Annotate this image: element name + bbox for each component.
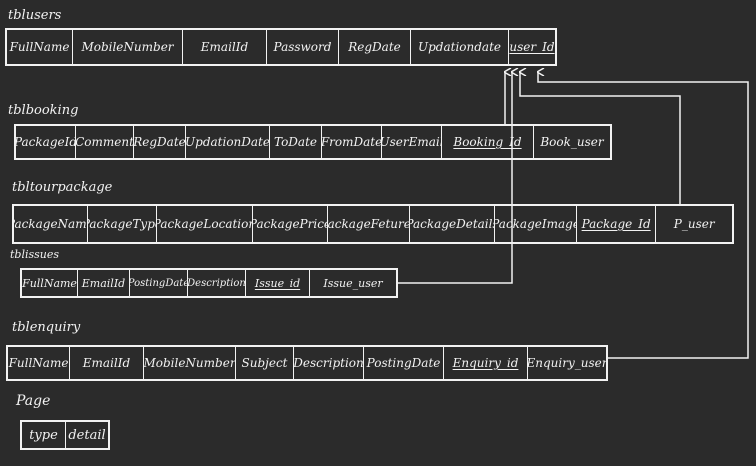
field-cell-key: Issue_id — [246, 270, 310, 296]
field-cell: type — [22, 422, 66, 448]
field-cell: Subject — [236, 347, 294, 379]
field-cell: Password — [267, 30, 339, 64]
field-cell: PackagePrice — [253, 206, 329, 242]
field-cell: FullName — [7, 30, 73, 64]
field-cell: PostingDate — [130, 270, 188, 296]
table-title-tblbooking: tblbooking — [8, 103, 79, 118]
field-cell: P_user — [673, 217, 715, 231]
field-cell: FullName — [22, 270, 78, 296]
table-title-page: Page — [16, 393, 51, 409]
field-cell-key: Package_Id — [577, 206, 657, 242]
table-tblenquiry: FullName EmailId MobileNumber Subject De… — [6, 345, 608, 381]
field-cell: Issue_user — [323, 276, 383, 290]
field-cell: PackageImage — [495, 206, 577, 242]
field-cell: MobileNumber — [73, 30, 183, 64]
link-enquiry-user — [538, 72, 749, 359]
table-tblusers: FullName MobileNumber EmailId Password R… — [5, 28, 557, 66]
field-cell: Comment — [76, 126, 134, 158]
field-cell: RegDate — [134, 126, 186, 158]
table-tbltourpackage: PackageName PackageType PackageLocation … — [12, 204, 734, 244]
field-cell: PackageId — [16, 126, 76, 158]
field-cell: PackageLocation — [157, 206, 253, 242]
table-title-tblusers: tblusers — [8, 8, 62, 23]
field-cell: EmailId — [183, 30, 267, 64]
field-cell: Updationdate — [411, 30, 509, 64]
table-tblbooking: PackageId Comment RegDate UpdationDate T… — [14, 124, 612, 160]
field-cell: FullName — [8, 347, 70, 379]
field-cell: PackageName — [14, 206, 88, 242]
field-cell: PackageDetails — [410, 206, 496, 242]
field-cell: UpdationDate — [186, 126, 270, 158]
table-page: type detail — [20, 420, 110, 450]
field-cell-key: Enquiry_id — [444, 347, 528, 379]
link-issues-user — [398, 72, 512, 284]
field-cell: PackageType — [88, 206, 158, 242]
table-tblissues: FullName EmailId PostingDate Description… — [20, 268, 398, 298]
field-cell: UserEmail — [382, 126, 442, 158]
field-cell: EmailId — [70, 347, 144, 379]
field-cell: Description — [188, 270, 246, 296]
field-cell: MobileNumber — [144, 347, 236, 379]
field-cell-key: Booking_Id — [442, 126, 534, 158]
field-cell: EmailId — [78, 270, 130, 296]
field-cell: ToDate — [270, 126, 322, 158]
field-cell: FromDate — [322, 126, 382, 158]
table-title-tblenquiry: tblenquiry — [12, 320, 81, 335]
field-cell: Book_user — [540, 135, 604, 149]
field-cell: PostingDate — [364, 347, 444, 379]
field-cell: PackageFetures — [328, 206, 410, 242]
link-tourpackage-user — [520, 72, 681, 204]
field-cell: Enquiry_user — [528, 356, 606, 370]
field-cell: Description — [294, 347, 364, 379]
table-title-tblissues: tblissues — [10, 248, 60, 261]
field-cell: RegDate — [339, 30, 411, 64]
field-cell: detail — [68, 427, 106, 443]
table-title-tbltourpackage: tbltourpackage — [12, 180, 113, 195]
field-cell-key: user_Id — [509, 40, 555, 54]
